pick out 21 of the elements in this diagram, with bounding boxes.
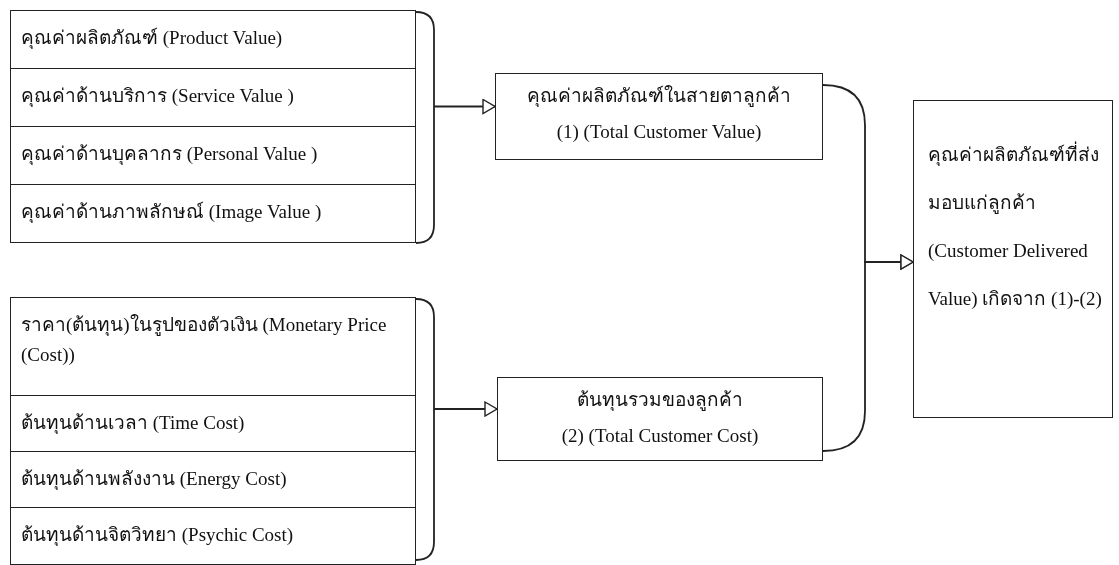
box-text: ต้นทุนด้านเวลา (Time Cost) [21,411,246,436]
brace-arrow [415,11,496,244]
box-text: คุณค่าผลิตภัณฑ์ที่ส่งมอบแก่ลูกค้า (Customer Delivered Value) เกิดจาก (1)-(2) [928,131,1102,323]
brace-arrow [415,298,498,561]
brace-arrow [822,254,914,452]
process-box [497,377,823,461]
box-text: ต้นทุนด้านจิตวิทยา (Psychic Cost) [21,523,295,548]
process-box [495,73,823,160]
box-text: คุณค่าด้านบุคลากร (Personal Value ) [21,142,319,167]
list-box [10,10,416,243]
list-box [10,297,416,565]
box-text: คุณค่าด้านภาพลักษณ์ (Image Value ) [21,200,323,225]
box-text: (2) (Total Customer Cost) [560,424,760,448]
result-box [913,100,1113,418]
box-text: คุณค่าผลิตภัณฑ์ในสายตาลูกค้า [526,84,792,109]
box-text: ราคา(ต้นทุน)ในรูปของตัวเงิน (Monetary Price (Cost)) [21,313,388,367]
box-text: ต้นทุนด้านพลังงาน (Energy Cost) [21,467,288,492]
box-text: (1) (Total Customer Value) [555,120,763,144]
box-text: ต้นทุนรวมของลูกค้า [576,388,744,413]
box-text: คุณค่าด้านบริการ (Service Value ) [21,84,295,109]
box-text: คุณค่าผลิตภัณฑ์ (Product Value) [21,26,284,51]
